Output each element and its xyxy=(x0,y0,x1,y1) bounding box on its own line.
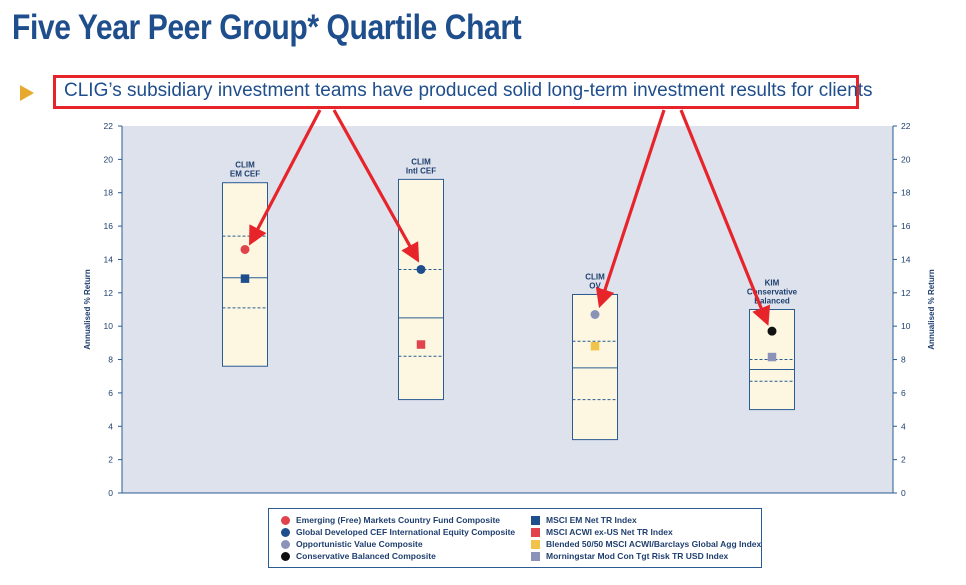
bullet-triangle-icon xyxy=(20,85,34,101)
quartile-box xyxy=(398,178,444,401)
legend-circle-icon xyxy=(281,539,290,549)
box-label: EM CEF xyxy=(230,170,260,179)
box-label: Balanced xyxy=(754,297,790,306)
legend-label: Morningstar Mod Con Tgt Risk TR USD Inde… xyxy=(546,551,729,561)
annotation-arrow xyxy=(249,109,322,246)
box-label: CLIM xyxy=(235,161,255,170)
box-label: CLIM xyxy=(585,272,605,281)
y-tick-label-left: 16 xyxy=(104,221,114,231)
legend-item: Global Developed CEF International Equit… xyxy=(281,527,515,537)
y-tick-label-left: 22 xyxy=(104,121,114,131)
index-point xyxy=(416,340,426,349)
legend-circle-icon xyxy=(281,515,290,525)
y-tick-label-right: 4 xyxy=(901,421,906,431)
y-tick-label-left: 8 xyxy=(108,355,113,365)
legend-item: Emerging (Free) Markets Country Fund Com… xyxy=(281,515,500,525)
composite-point xyxy=(590,310,600,320)
y-tick-label-left: 6 xyxy=(108,388,113,398)
annotation-arrow xyxy=(332,109,420,263)
y-tick-label-left: 18 xyxy=(104,188,114,198)
box-label: KIM xyxy=(765,279,780,288)
y-tick-label-right: 16 xyxy=(901,221,911,231)
box-label: OV xyxy=(589,281,601,290)
legend-item: MSCI ACWI ex-US Net TR Index xyxy=(531,527,673,537)
y-tick-label-left: 4 xyxy=(108,421,113,431)
y-tick-label-left: 0 xyxy=(108,488,113,498)
chart-legend: Emerging (Free) Markets Country Fund Com… xyxy=(268,508,762,568)
y-tick-label-right: 20 xyxy=(901,154,911,164)
y-tick-label-left: 14 xyxy=(104,254,114,264)
index-point xyxy=(767,352,777,362)
page-title: Five Year Peer Group* Quartile Chart xyxy=(12,8,522,47)
legend-label: Global Developed CEF International Equit… xyxy=(296,527,516,537)
legend-label: MSCI EM Net TR Index xyxy=(546,515,637,525)
index-point xyxy=(240,274,250,283)
legend-item: Conservative Balanced Composite xyxy=(281,551,436,561)
subtitle: CLIG’s subsidiary investment teams have … xyxy=(64,80,873,101)
composite-point xyxy=(240,244,250,254)
legend-label: MSCI ACWI ex-US Net TR Index xyxy=(546,527,673,537)
annotation-arrow xyxy=(679,109,771,326)
legend-circle-icon xyxy=(281,527,290,537)
legend-item: Opportunistic Value Composite xyxy=(281,539,423,549)
index-point xyxy=(590,341,600,351)
y-axis-title-left: Annualised % Return xyxy=(83,269,92,350)
y-axis-title-right: Annualised % Return xyxy=(927,269,936,350)
legend-label: Blended 50/50 MSCI ACWI/Barclays Global … xyxy=(546,539,762,549)
legend-label: Conservative Balanced Composite xyxy=(296,551,436,561)
y-tick-label-right: 10 xyxy=(901,321,911,331)
y-tick-label-right: 0 xyxy=(901,488,906,498)
box-label: CLIM xyxy=(411,157,431,166)
legend-square-icon xyxy=(531,527,540,537)
y-tick-label-right: 12 xyxy=(901,288,911,298)
y-tick-label-right: 18 xyxy=(901,188,911,198)
composite-point xyxy=(416,264,426,274)
legend-label: Opportunistic Value Composite xyxy=(296,539,423,549)
legend-square-icon xyxy=(531,539,540,549)
legend-circle-icon xyxy=(281,551,290,561)
y-tick-label-left: 20 xyxy=(104,154,114,164)
y-tick-label-right: 8 xyxy=(901,355,906,365)
legend-label: Emerging (Free) Markets Country Fund Com… xyxy=(296,515,501,525)
annotation-arrow xyxy=(595,109,666,309)
composite-point xyxy=(767,326,777,336)
y-tick-label-right: 22 xyxy=(901,121,911,131)
highlight-box xyxy=(53,75,859,109)
legend-square-icon xyxy=(531,515,540,525)
legend-item: Morningstar Mod Con Tgt Risk TR USD Inde… xyxy=(531,551,728,561)
y-tick-label-left: 10 xyxy=(104,321,114,331)
legend-square-icon xyxy=(531,551,540,561)
y-tick-label-right: 6 xyxy=(901,388,906,398)
y-tick-label-left: 12 xyxy=(104,288,114,298)
box-label: Conservative xyxy=(747,288,798,297)
y-tick-label-right: 14 xyxy=(901,254,911,264)
box-label: Intl CEF xyxy=(406,166,436,175)
y-tick-label-left: 2 xyxy=(108,455,113,465)
y-tick-label-right: 2 xyxy=(901,455,906,465)
legend-item: MSCI EM Net TR Index xyxy=(531,515,637,525)
legend-item: Blended 50/50 MSCI ACWI/Barclays Global … xyxy=(531,539,761,549)
